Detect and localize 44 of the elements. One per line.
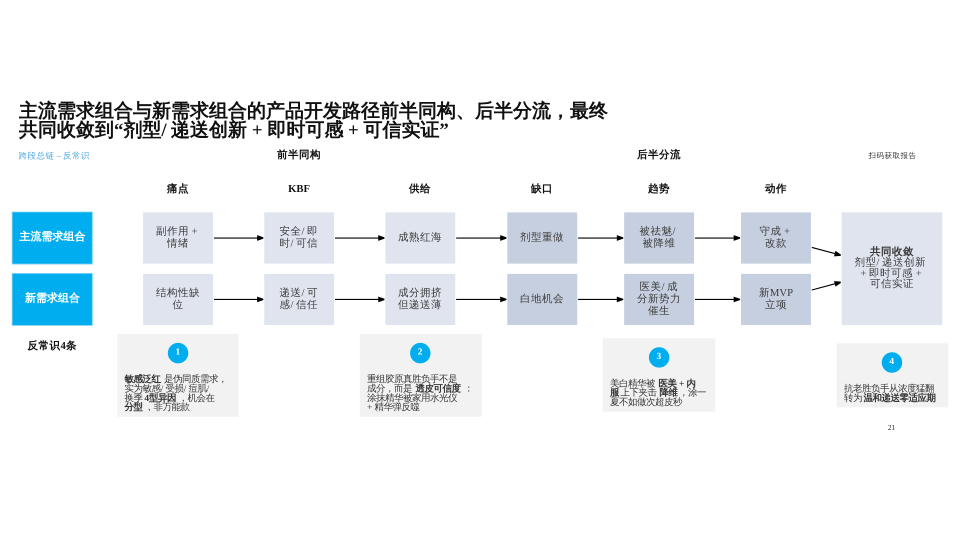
arrow <box>811 246 843 256</box>
arrow <box>334 296 386 302</box>
node-box: 白地机会 <box>506 272 578 326</box>
arrow <box>214 296 266 302</box>
diagram-title: 主流需求组合与新需求组合的产品开发路径前半同构、后半分流，最终共同收敛到“剂型/ 递送创新 + 即时可感 + 可信实证” <box>18 100 608 141</box>
node-box: 成熟红海 <box>384 212 456 264</box>
label: 后半分流 <box>636 150 681 161</box>
node-box: 安全/ 即时/ 可信 <box>263 212 335 264</box>
node-box: 守成 + 改款 <box>740 212 812 264</box>
label: KBF <box>288 184 310 195</box>
node-box: 新需求组合 <box>12 272 93 326</box>
arrow <box>578 235 626 241</box>
label: 反常识4条 <box>28 340 77 352</box>
node-box: 主流需求组合 <box>12 212 93 264</box>
label: 动作 <box>764 184 787 195</box>
node-box: 递送/ 可感/ 信任 <box>263 272 335 326</box>
arrow <box>214 235 266 241</box>
node-box: 结构性缺位 <box>142 272 214 326</box>
arrow <box>811 281 843 291</box>
arrow <box>456 235 508 241</box>
arrow <box>578 296 626 302</box>
label: 缺口 <box>531 184 554 195</box>
node-circle: 3 <box>648 347 670 368</box>
arrow <box>694 296 742 302</box>
node-box: 成分拥挤但递送薄 <box>384 272 456 326</box>
node-circle: 1 <box>168 342 188 364</box>
label: 跨段总链 – 反常识 <box>18 150 90 160</box>
arrow <box>334 235 386 241</box>
label: 扫码获取报告 <box>868 151 917 160</box>
label: 痛点 <box>166 184 189 195</box>
label: 前半同构 <box>277 150 321 161</box>
label: 供给 <box>409 184 432 195</box>
label: 21 <box>888 423 896 432</box>
arrow <box>456 296 508 302</box>
node-box: 剂型重做 <box>506 212 578 264</box>
node-box: 共同收敛 剂型/ 递送创新 + 即时可感 + 可信实证 <box>840 212 944 326</box>
node-box: 副作用 + 情绪 <box>142 212 214 264</box>
node-box: 新MVP立项 <box>740 272 812 326</box>
node-circle: 2 <box>410 342 431 364</box>
node-box: 医美/ 成分新势力催生 <box>623 272 695 326</box>
node-circle: 4 <box>882 352 902 373</box>
node-box: 被祛魅/ 被降维 <box>623 212 695 264</box>
label: 趋势 <box>648 184 670 195</box>
arrow <box>694 235 742 241</box>
